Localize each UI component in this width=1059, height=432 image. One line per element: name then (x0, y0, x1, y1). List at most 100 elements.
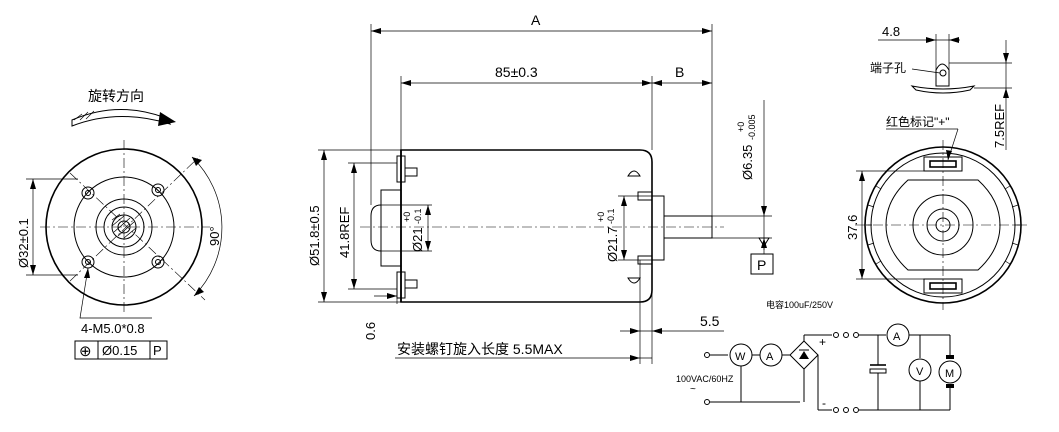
screw-depth-note-arrow (630, 355, 640, 361)
mount-hole-1-core (85, 190, 91, 196)
terminal-width-arrow-1 (926, 37, 936, 43)
mount-hole-1 (81, 186, 95, 200)
screw-leader (79, 267, 152, 319)
mount-hole-2-core (155, 187, 161, 193)
capacitor-plate-bottom (869, 368, 887, 374)
shaft-dia-label: Ø6.35 (740, 145, 755, 180)
terminal-base (910, 85, 976, 94)
motor-brush-bottom (946, 384, 954, 388)
dim-ref-arrow-top (351, 163, 357, 173)
angle-dimension-arc (191, 156, 223, 297)
screw-callout-label: 4-M5.0*0.8 (81, 321, 145, 336)
dim-body-arrow-bottom (321, 292, 327, 302)
ref-dim-arrow-bottom (1003, 88, 1009, 98)
supply-terminal-top (704, 352, 710, 358)
dim-85-arrow-right (642, 80, 652, 86)
dim-a-arrow-left (371, 28, 381, 34)
rear-boss (370, 204, 382, 252)
voltmeter-label: V (916, 366, 924, 378)
dim-body-arrow-top (321, 150, 327, 160)
height-dim-arrow-bottom (859, 269, 865, 279)
side-view: A 85±0.3 B Ø51.8±0.5 41.8REF Ø21 +0 -0 (307, 12, 774, 364)
datum-label: P (757, 257, 766, 273)
ref-dim-arrow-top (1003, 53, 1009, 63)
rear-ref-label: 7.5REF (992, 104, 1007, 148)
rear-boss-tol-upper: +0 (402, 212, 412, 222)
dim-shaft-arrow-top (761, 206, 767, 216)
out-terminal-top-3 (853, 332, 859, 338)
dim-front-boss-arrow-top (621, 196, 627, 206)
datum-triangle (758, 237, 770, 247)
terminal-tab-bottom-lead (404, 279, 418, 289)
terminal-hole (939, 69, 947, 77)
mount-hole-3-core (85, 259, 91, 265)
out-terminal-bottom-3 (853, 407, 859, 413)
height-dim-arrow-top (859, 171, 865, 181)
tolerance-datum-label: P (153, 343, 162, 358)
dim-depth-arrow-right (652, 328, 662, 334)
plus-label: + (819, 335, 826, 349)
supply-tilde: ~ (690, 384, 696, 395)
boss-thickness-label: 0.6 (363, 322, 378, 340)
rotation-arrow (71, 109, 172, 127)
terminal-width-label: 4.8 (882, 24, 900, 39)
terminal-hole-label: 端子孔 (870, 61, 906, 75)
front-boss (651, 195, 665, 261)
dim-rear-boss-arrow-bottom (425, 241, 431, 251)
pilot-dim-arrow-bottom (30, 265, 36, 275)
red-mark-arrow (946, 150, 952, 160)
angle-arrow-top (192, 157, 202, 166)
screw-depth-note: 安装螺钉旋入长度 5.5MAX (397, 341, 563, 357)
front-view: 旋转方向 90° Ø32 (16, 88, 223, 360)
rear-end-cap (380, 189, 402, 267)
rear-height-label: 37.6 (845, 215, 860, 240)
rotation-arrow-hatch (73, 110, 95, 121)
out-terminal-top-1 (833, 332, 839, 338)
vent-bottom (627, 277, 641, 284)
dim-a-arrow-right (702, 28, 712, 34)
pilot-dia-label: Ø32±0.1 (16, 218, 31, 268)
rear-view: 4.8 端子孔 7.5REF 红色标记"+" (845, 24, 1030, 310)
terminal-width-arrow-2 (949, 37, 959, 43)
tolerance-frame (74, 340, 168, 360)
terminal-lug (935, 63, 950, 87)
out-terminal-bottom-2 (843, 407, 849, 413)
supply-label: 100VAC/60HZ (676, 374, 734, 384)
dim-85-arrow-left (401, 80, 411, 86)
shaft-extension-label: B (675, 64, 684, 80)
terminal-tab-top-lead (404, 167, 418, 177)
wattmeter-label: W (735, 351, 746, 363)
red-mark-label: 红色标记"+" (886, 114, 950, 129)
rotation-arrow-head (158, 112, 176, 126)
rotation-direction-label: 旋转方向 (88, 88, 144, 104)
dim-thick-arrow (387, 293, 397, 299)
front-boss-dia-label: Ø21.7 (605, 227, 620, 262)
tolerance-value-label: Ø0.15 (102, 343, 137, 358)
screw-leader-arrow (84, 268, 90, 278)
dim-depth-arrow-left (630, 328, 640, 334)
dim-b-arrow-left (652, 80, 662, 86)
screw-depth-dim-label: 5.5 (700, 313, 720, 329)
shaft-tol-lower: -0.005 (747, 114, 757, 140)
motor-label: M (945, 368, 954, 380)
vent-top (627, 170, 641, 177)
rear-boss-tol-lower: -0.1 (413, 208, 423, 224)
shaft-tol-upper: +0 (736, 122, 746, 132)
dim-front-boss-arrow-bottom (621, 250, 627, 260)
out-terminal-top-2 (843, 332, 849, 338)
bridge-diode (799, 351, 809, 359)
dim-b-arrow-right (702, 80, 712, 86)
capacitor-label: 电容100uF/250V (766, 299, 833, 310)
mount-hole-4 (151, 255, 165, 269)
dim-shaft-arrow-bottom (761, 238, 767, 248)
body-diameter-label: Ø51.8±0.5 (307, 205, 322, 266)
front-centerline-diag-2 (69, 155, 201, 282)
datum-box (750, 253, 774, 275)
mount-hole-4-core (155, 259, 161, 265)
overall-length-label: A (531, 12, 541, 28)
dim-ref-arrow-bottom (351, 279, 357, 289)
ref-height-label: 41.8REF (337, 207, 352, 258)
angle-arrow-bottom (194, 287, 204, 296)
motor-body-outline (400, 149, 653, 303)
